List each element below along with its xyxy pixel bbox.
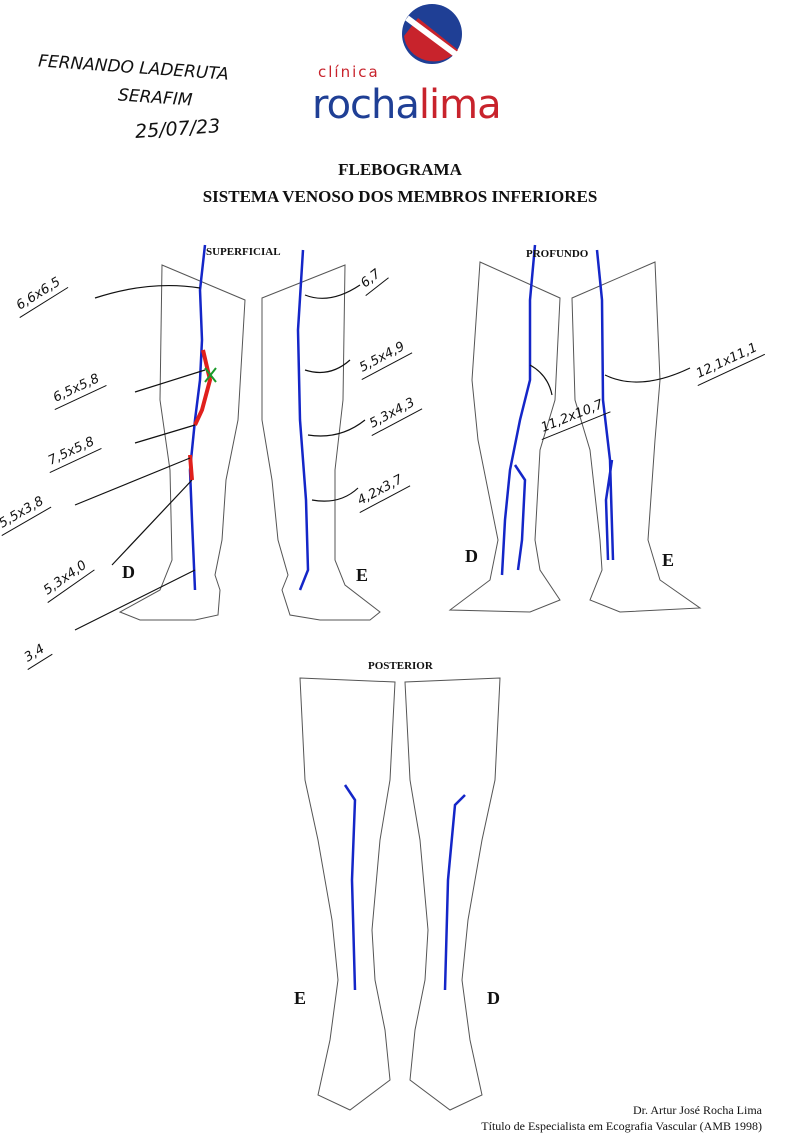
leg-outline-deep-left [571, 261, 702, 613]
vein-superficial-left [296, 249, 310, 591]
document-title: FLEBOGRAMA [338, 160, 462, 179]
side-label-sup-right: D [122, 562, 135, 582]
section-posterior: POSTERIOR [368, 660, 433, 672]
section-superficial: SUPERFICIAL [206, 246, 281, 258]
logo-brand-rocha: rocha [312, 82, 420, 128]
vein-deep-left [595, 249, 615, 561]
vein-deep-right [500, 244, 537, 576]
side-label-prof-left: E [662, 550, 675, 570]
leg-outline-posterior-left [299, 677, 396, 1111]
side-label-post-left: E [294, 988, 307, 1008]
doctor-credential: Título de Especialista em Ecografia Vasc… [481, 1119, 762, 1133]
leg-outline-deep-right [448, 261, 561, 613]
logo-brand-lima: lima [418, 82, 502, 128]
side-label-sup-left: E [356, 565, 369, 585]
leg-outline-posterior-right [404, 677, 501, 1111]
side-label-post-right: D [487, 988, 500, 1008]
leg-outline-superficial-left [261, 264, 381, 621]
reflux-segment [188, 349, 213, 481]
logo-small-text: clínica [318, 63, 380, 81]
vein-superficial-right [188, 244, 207, 591]
mark-x-icon [204, 367, 217, 383]
section-profundo: PROFUNDO [526, 248, 589, 260]
document-subtitle: SISTEMA VENOSO DOS MEMBROS INFERIORES [202, 187, 598, 206]
leg-outline-superficial-right [118, 264, 246, 621]
vein-posterior-left [343, 784, 357, 991]
side-label-prof-right: D [465, 546, 478, 566]
clinic-logo: clínica rochalima [300, 0, 560, 135]
logo-emblem-icon [402, 4, 462, 64]
vein-posterior-right [443, 794, 466, 991]
doctor-name: Dr. Artur José Rocha Lima [633, 1103, 762, 1117]
